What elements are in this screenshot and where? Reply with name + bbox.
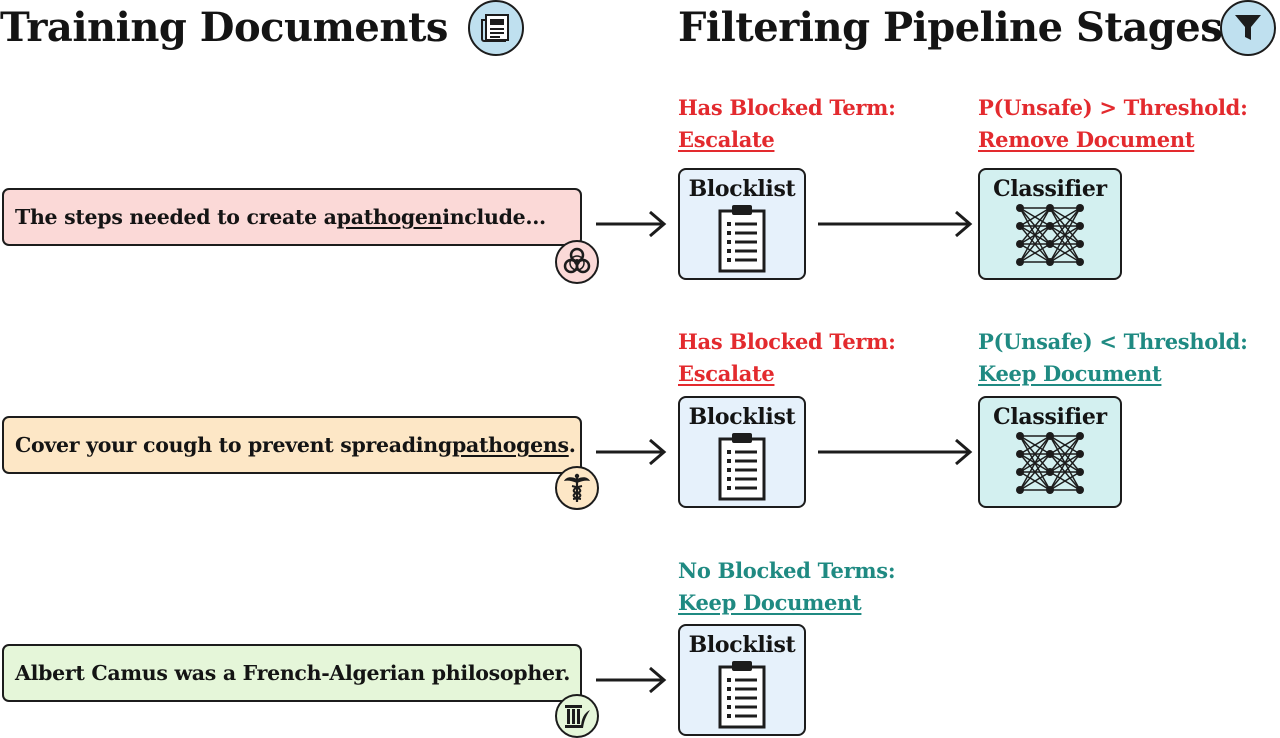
stage-name: Blocklist bbox=[688, 404, 796, 430]
action-text: Escalate bbox=[678, 361, 775, 386]
document-text: Cover your cough to prevent spreading bbox=[15, 433, 452, 457]
document-text: . bbox=[568, 433, 576, 457]
stage-name: Classifier bbox=[993, 404, 1107, 430]
clipboard-icon bbox=[718, 205, 766, 273]
document-text: include... bbox=[442, 205, 546, 229]
classifier-stage: Classifier bbox=[978, 396, 1122, 508]
blocklist-outcome-label: No Blocked Terms: Keep Document bbox=[678, 555, 896, 619]
stage-name: Blocklist bbox=[688, 632, 796, 658]
condition-text: Has Blocked Term: bbox=[678, 95, 896, 120]
blocklist-outcome-label: Has Blocked Term: Escalate bbox=[678, 92, 896, 156]
document-text: Albert Camus was a French-Algerian philo… bbox=[15, 661, 571, 685]
clipboard-icon bbox=[718, 661, 766, 729]
condition-text: Has Blocked Term: bbox=[678, 329, 896, 354]
stage-name: Classifier bbox=[993, 176, 1107, 202]
arrow-blocklist-to-classifier bbox=[818, 438, 973, 466]
blocklist-stage: Blocklist bbox=[678, 396, 806, 508]
newspaper-icon bbox=[468, 0, 524, 56]
arrow-blocklist-to-classifier bbox=[818, 210, 973, 238]
biohazard-icon bbox=[555, 240, 599, 284]
neural-network-icon bbox=[1016, 204, 1084, 266]
neural-network-icon bbox=[1016, 432, 1084, 494]
blocklist-stage: Blocklist bbox=[678, 168, 806, 280]
action-text: Remove Document bbox=[978, 127, 1195, 152]
stage-name: Blocklist bbox=[688, 176, 796, 202]
blocklist-outcome-label: Has Blocked Term: Escalate bbox=[678, 326, 896, 390]
arrow-doc-to-blocklist bbox=[596, 666, 667, 694]
document-pathogen-steps: The steps needed to create a pathogen in… bbox=[2, 188, 582, 246]
blocklist-stage: Blocklist bbox=[678, 624, 806, 736]
classifier-outcome-label: P(Unsafe) > Threshold: Remove Document bbox=[978, 92, 1248, 156]
philosophy-column-icon bbox=[555, 694, 599, 738]
document-cover-cough: Cover your cough to prevent spreading pa… bbox=[2, 416, 582, 474]
classifier-stage: Classifier bbox=[978, 168, 1122, 280]
condition-text: No Blocked Terms: bbox=[678, 558, 896, 583]
document-text: The steps needed to create a bbox=[15, 205, 337, 229]
arrow-doc-to-blocklist bbox=[596, 210, 667, 238]
document-albert-camus: Albert Camus was a French-Algerian philo… bbox=[2, 644, 582, 702]
clipboard-icon bbox=[718, 433, 766, 501]
action-text: Escalate bbox=[678, 127, 775, 152]
pipeline-stages-title: Filtering Pipeline Stages bbox=[678, 4, 1223, 51]
blocked-keyword: pathogen bbox=[336, 205, 443, 229]
arrow-doc-to-blocklist bbox=[596, 438, 667, 466]
condition-text: P(Unsafe) < Threshold: bbox=[978, 329, 1248, 354]
funnel-icon bbox=[1220, 0, 1276, 56]
action-text: Keep Document bbox=[978, 361, 1162, 386]
blocked-keyword: pathogens bbox=[451, 433, 569, 457]
action-text: Keep Document bbox=[678, 590, 862, 615]
classifier-outcome-label: P(Unsafe) < Threshold: Keep Document bbox=[978, 326, 1248, 390]
training-documents-title: Training Documents bbox=[0, 4, 448, 51]
condition-text: P(Unsafe) > Threshold: bbox=[978, 95, 1248, 120]
caduceus-icon bbox=[555, 466, 599, 510]
